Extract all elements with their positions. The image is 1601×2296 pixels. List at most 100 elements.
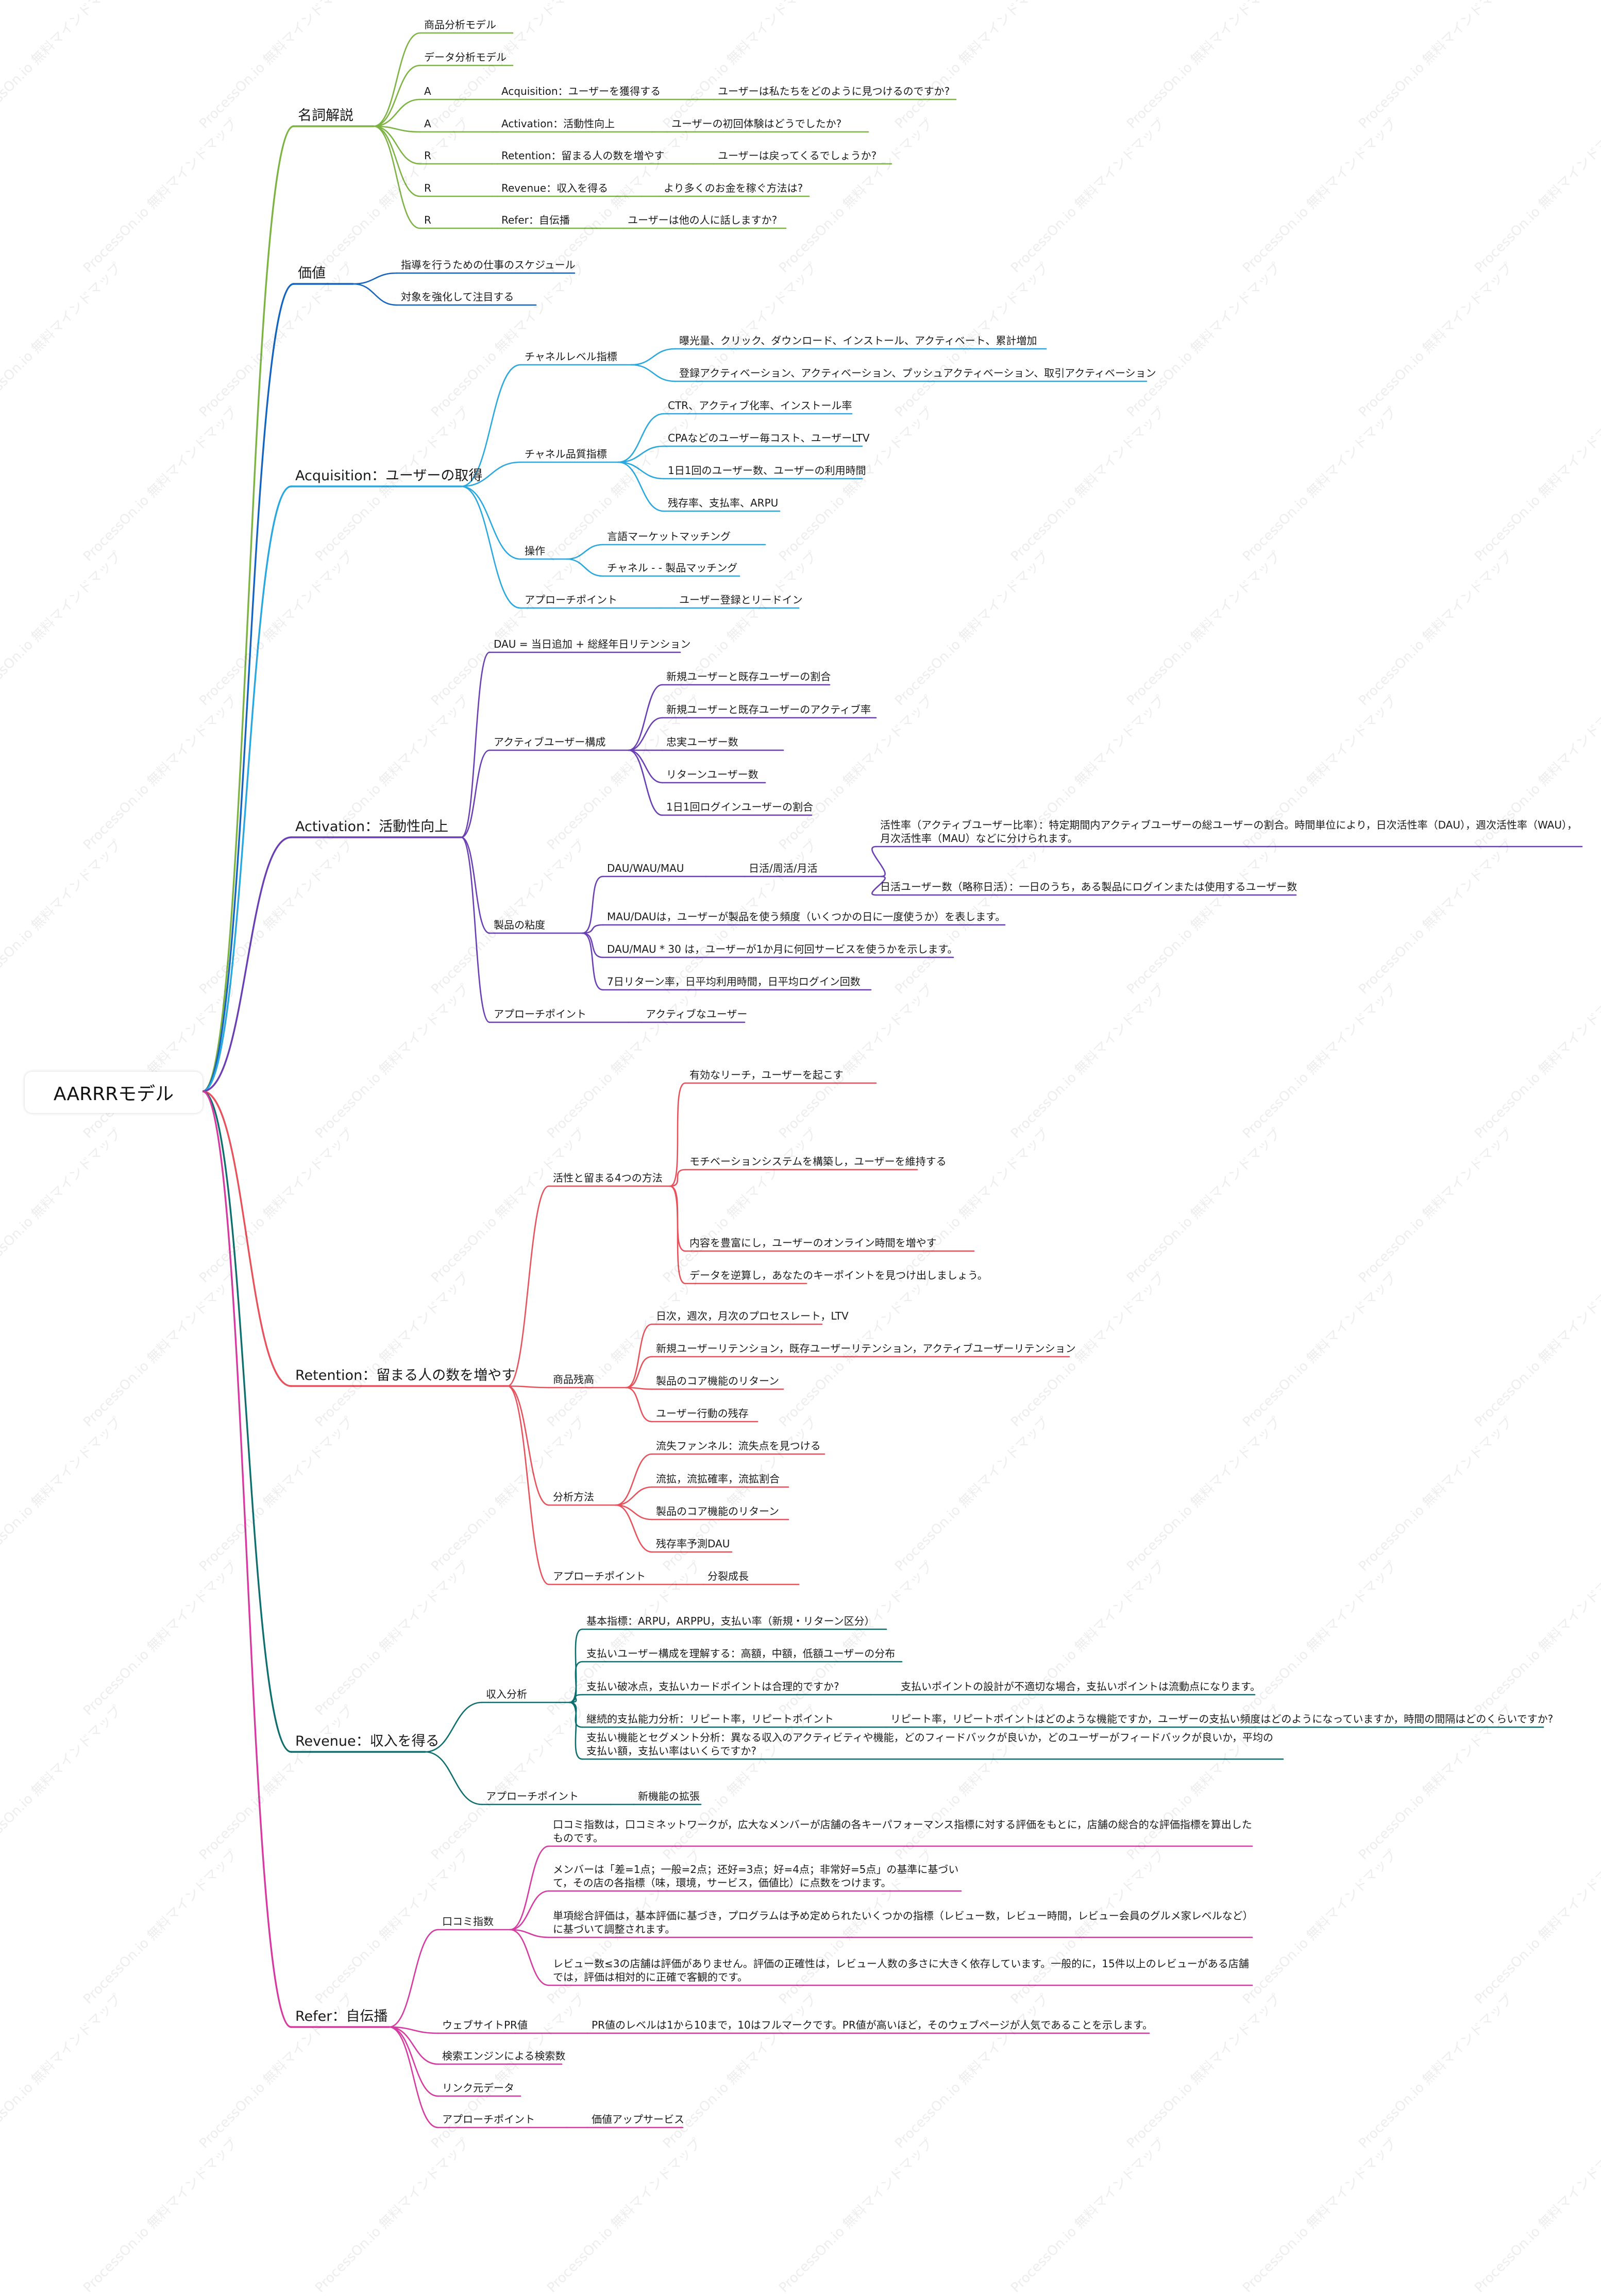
node-b6-0-2[interactable]: 単項総合評価は，基本評価に基づき，プログラムは予め定められたいくつかの指標（レビ… <box>553 1910 1248 1935</box>
node-b5-0-0[interactable]: 基本指標：ARPU，ARPPU，支払い率（新規・リターン区分） <box>586 1615 875 1627</box>
node-b3-1[interactable]: アクティブユーザー構成 <box>494 736 606 748</box>
node-b0-3-0[interactable]: Activation：活動性向上 <box>501 117 615 130</box>
link-b2-0 <box>460 364 521 487</box>
node-b4-2-3[interactable]: 残存率予測DAU <box>656 1538 730 1550</box>
node-b2-1-0[interactable]: CTR、アクティブ化率、インストール率 <box>668 399 852 412</box>
node-b3-2[interactable]: 製品の粘度 <box>494 919 545 931</box>
node-b4-0-1[interactable]: モチベーションシステムを構築し，ユーザーを維持する <box>689 1155 947 1168</box>
node-b4-0-3[interactable]: データを逆算し，あなたのキーポイントを見つけ出しましょう。 <box>689 1269 988 1281</box>
node-b5-1[interactable]: アプローチポイント <box>486 1790 579 1802</box>
node-b5-0-4[interactable]: 支払い機能とセグメント分析：異なる収入のアクティビティや機能，どのフィードバック… <box>586 1731 1273 1757</box>
node-b0-6-0[interactable]: Refer：自伝播 <box>501 214 570 226</box>
node-b3-1-2[interactable]: 忠実ユーザー数 <box>666 736 738 748</box>
node-b2-3[interactable]: アプローチポイント <box>525 594 617 606</box>
node-b4[interactable]: Retention：留まる人の数を増やす <box>295 1368 516 1383</box>
node-b2-3-0[interactable]: ユーザー登録とリードイン <box>679 594 803 606</box>
node-b4-1-2[interactable]: 製品のコア機能のリターン <box>656 1375 779 1387</box>
node-b3-3-0[interactable]: アクティブなユーザー <box>646 1008 748 1020</box>
node-b0-1[interactable]: データ分析モデル <box>424 51 507 63</box>
node-b4-2-0[interactable]: 流失ファンネル：流失点を見つける <box>656 1440 821 1452</box>
node-b1-0[interactable]: 指導を行うための仕事のスケジュール <box>401 259 576 271</box>
node-b0-2[interactable]: A <box>424 85 431 97</box>
node-b3-2-3[interactable]: 7日リターン率，日平均利用時間，日平均ログイン回数 <box>607 975 861 988</box>
node-b2[interactable]: Acquisition：ユーザーの取得 <box>295 468 483 484</box>
node-b3-2-2[interactable]: DAU/MAU * 30 は，ユーザーが1か月に何回サービスを使うかを示します。 <box>607 943 958 955</box>
node-b6-2[interactable]: 検索エンジンによる検索数 <box>442 2050 566 2062</box>
node-b5-0-2-0[interactable]: 支払いポイントの設計が不適切な場合，支払いポイントは流動点になります。 <box>901 1680 1260 1693</box>
node-b3-2-0[interactable]: DAU/WAU/MAU <box>607 862 684 874</box>
node-b0-5-0-0[interactable]: より多くのお金を稼ぐ方法は? <box>664 182 803 194</box>
node-b0-5-0[interactable]: Revenue：収入を得る <box>501 182 609 194</box>
node-b6-1[interactable]: ウェブサイトPR値 <box>442 2019 528 2031</box>
node-b2-2[interactable]: 操作 <box>525 545 545 557</box>
node-b3-2-0-0-1[interactable]: 日活ユーザー数（略称日活）：一日のうち，ある製品にログインまたは使用するユーザー… <box>880 881 1297 893</box>
node-b3-2-0-0[interactable]: 日活/周活/月活 <box>749 862 818 874</box>
node-b6-4-0[interactable]: 価値アップサービス <box>592 2113 684 2125</box>
node-b0-2-0-0[interactable]: ユーザーは私たちをどのように見つけるのですか? <box>718 85 950 97</box>
node-b3[interactable]: Activation：活動性向上 <box>295 819 449 835</box>
node-b6-0[interactable]: 口コミ指数 <box>442 1915 494 1928</box>
node-b4-0[interactable]: 活性と留まる4つの方法 <box>553 1172 663 1184</box>
root-node[interactable]: AARRRモデル <box>25 1072 203 1113</box>
node-b6-0-3[interactable]: レビュー数≤3の店舗は評価がありません。評価の正確性は，レビュー人数の多さに大き… <box>553 1957 1249 1983</box>
node-b4-1-0[interactable]: 日次，週次，月次のプロセスレート，LTV <box>656 1310 849 1322</box>
node-b0-2-0[interactable]: Acquisition：ユーザーを獲得する <box>501 85 661 97</box>
node-b0-6[interactable]: R <box>424 214 431 226</box>
node-b6-3[interactable]: リンク元データ <box>442 2082 514 2094</box>
node-b5[interactable]: Revenue：収入を得る <box>295 1733 440 1749</box>
node-b0-0[interactable]: 商品分析モデル <box>424 19 496 31</box>
node-b3-3[interactable]: アプローチポイント <box>494 1008 586 1020</box>
link-b5-0-4 <box>568 1701 583 1760</box>
node-b5-0-3-0[interactable]: リピート率，リピートポイントはどのような機能ですか，ユーザーの支払い頻度はどのよ… <box>890 1713 1554 1725</box>
node-b6-1-0[interactable]: PR値のレベルは1から10まで，10はフルマークです。PR値が高いほど，そのウェ… <box>592 2019 1153 2031</box>
node-b0-5[interactable]: R <box>424 182 431 194</box>
node-b3-1-3[interactable]: リターンユーザー数 <box>666 768 759 781</box>
node-b0-3[interactable]: A <box>424 117 431 130</box>
link-b4-3 <box>507 1385 550 1585</box>
node-b2-1-2[interactable]: 1日1回のユーザー数、ユーザーの利用時間 <box>668 464 866 477</box>
node-b3-1-4[interactable]: 1日1回ログインユーザーの割合 <box>666 801 814 813</box>
node-b2-0-0[interactable]: 曝光量、クリック、ダウンロード、インストール、アクティベート、累計増加 <box>679 334 1037 347</box>
node-b0-4[interactable]: R <box>424 149 431 162</box>
node-b3-0[interactable]: DAU = 当日追加 + 総経年日リテンション <box>494 638 691 650</box>
node-b4-1[interactable]: 商品残高 <box>553 1373 594 1386</box>
node-b3-2-0-0-0[interactable]: 活性率（アクティブユーザー比率）：特定期間内アクティブユーザーの総ユーザーの割合… <box>880 819 1577 845</box>
node-b3-1-0[interactable]: 新規ユーザーと既存ユーザーの割合 <box>666 670 831 683</box>
node-b4-0-2[interactable]: 内容を豊富にし，ユーザーのオンライン時間を増やす <box>689 1237 937 1249</box>
node-b5-0-1[interactable]: 支払いユーザー構成を理解する：高額，中額，低額ユーザーの分布 <box>586 1647 896 1660</box>
node-b0-4-0[interactable]: Retention：留まる人の数を増やす <box>501 149 665 162</box>
node-b5-0[interactable]: 収入分析 <box>486 1688 527 1700</box>
node-b2-2-0[interactable]: 言語マーケットマッチング <box>607 530 731 543</box>
node-b2-0[interactable]: チャネルレベル指標 <box>525 350 617 363</box>
node-b0[interactable]: 名詞解説 <box>298 108 353 124</box>
node-b6-0-1[interactable]: メンバーは「差=1点；一般=2点；还好=3点；好=4点；非常好=5点」の基準に基… <box>553 1863 959 1889</box>
node-b0-3-0-0[interactable]: ユーザーの初回体験はどうでしたか? <box>671 117 842 130</box>
node-b4-0-0[interactable]: 有効なリーチ，ユーザーを起こす <box>689 1069 844 1081</box>
node-b6[interactable]: Refer：自伝播 <box>295 2008 388 2024</box>
node-b6-4[interactable]: アプローチポイント <box>442 2113 535 2125</box>
node-b4-1-3[interactable]: ユーザー行動の残存 <box>656 1407 749 1420</box>
node-b4-1-1[interactable]: 新規ユーザーリテンション，既存ユーザーリテンション，アクティブユーザーリテンショ… <box>656 1342 1076 1355</box>
node-b2-1-3[interactable]: 残存率、支払率、ARPU <box>668 497 779 509</box>
node-b4-3[interactable]: アプローチポイント <box>553 1570 646 1582</box>
node-b4-3-0[interactable]: 分裂成長 <box>707 1570 749 1582</box>
node-b2-2-1[interactable]: チャネル - - 製品マッチング <box>607 562 738 574</box>
node-b1[interactable]: 価値 <box>298 265 326 281</box>
node-b4-2-1[interactable]: 流拡，流拡確率，流拡割合 <box>656 1473 780 1485</box>
link-b3-2-0-0-1 <box>871 875 886 896</box>
node-b5-1-0[interactable]: 新機能の拡張 <box>638 1790 700 1802</box>
node-b1-1[interactable]: 対象を強化して注目する <box>401 291 514 303</box>
node-b0-4-0-0[interactable]: ユーザーは戻ってくるでしょうか? <box>718 149 877 162</box>
node-b0-6-0-0[interactable]: ユーザーは他の人に話しますか? <box>628 214 778 226</box>
node-b4-2-2[interactable]: 製品のコア機能のリターン <box>656 1505 779 1517</box>
node-b2-1[interactable]: チャネル品質指標 <box>525 448 607 460</box>
node-b6-0-0[interactable]: 口コミ指数は，口コミネットワークが，広大なメンバーが店舗の各キーパフォーマンス指… <box>553 1818 1252 1844</box>
node-b3-1-1[interactable]: 新規ユーザーと既存ユーザーのアクティブ率 <box>666 703 871 716</box>
node-b2-1-1[interactable]: CPAなどのユーザー毎コスト、ユーザーLTV <box>668 432 870 444</box>
node-b5-0-3[interactable]: 継続的支払能力分析：リピート率，リピートポイント <box>586 1713 834 1725</box>
root-label: AARRRモデル <box>53 1084 174 1105</box>
node-b5-0-2[interactable]: 支払い破冰点，支払いカードポイントは合理的ですか? <box>586 1680 839 1693</box>
node-b2-0-1[interactable]: 登録アクティベーション、アクティベーション、プッシュアクティベーション、取引アク… <box>679 367 1156 379</box>
node-b3-2-1[interactable]: MAU/DAUは，ユーザーが製品を使う頻度（いくつかの日に一度使うか）を表します… <box>607 910 1006 923</box>
node-b4-2[interactable]: 分析方法 <box>553 1491 594 1503</box>
